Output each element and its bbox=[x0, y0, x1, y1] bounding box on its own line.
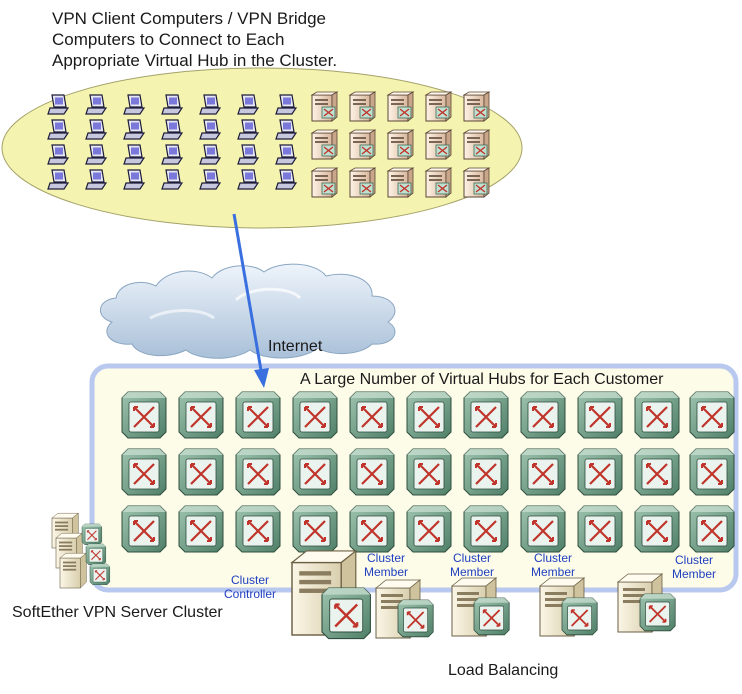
virtual-hub-icon bbox=[633, 390, 681, 554]
role-line: Member bbox=[450, 565, 495, 579]
cluster-member-label: Cluster Member bbox=[672, 553, 716, 581]
virtual-hub-icon bbox=[519, 390, 567, 554]
server-computer-icon bbox=[425, 91, 452, 198]
virtual-hubs-grid bbox=[120, 390, 736, 554]
virtual-hub-icon bbox=[348, 390, 396, 554]
virtual-hub-icon bbox=[234, 390, 282, 554]
virtual-hub-icon bbox=[177, 390, 225, 554]
cloud-icon bbox=[100, 263, 396, 359]
role-line: Member bbox=[672, 567, 717, 581]
cluster-member-label: Cluster Member bbox=[364, 551, 408, 579]
virtual-hubs-label: A Large Number of Virtual Hubs for Each … bbox=[300, 371, 664, 388]
virtual-hub-icon bbox=[291, 390, 339, 554]
server-computer-icon bbox=[349, 91, 376, 198]
title-line: VPN Client Computers / VPN Bridge bbox=[52, 9, 326, 28]
role-line: Cluster bbox=[367, 551, 406, 565]
diagram-title: VPN Client Computers / VPN Bridge Comput… bbox=[52, 8, 392, 71]
role-line: Cluster bbox=[675, 553, 714, 567]
server-computer-icon bbox=[387, 91, 414, 198]
role-line: Cluster bbox=[453, 551, 492, 565]
role-line: Cluster bbox=[231, 573, 270, 587]
role-line: Controller bbox=[224, 587, 277, 601]
cluster-name-label: SoftEther VPN Server Cluster bbox=[12, 604, 223, 621]
role-line: Cluster bbox=[534, 551, 573, 565]
role-line: Member bbox=[364, 565, 409, 579]
load-balancing-label: Load Balancing bbox=[448, 662, 559, 679]
role-line: Member bbox=[531, 565, 576, 579]
server-computer-icon bbox=[463, 91, 490, 198]
cluster-member-label: Cluster Member bbox=[531, 551, 575, 579]
title-line: Appropriate Virtual Hub in the Cluster. bbox=[52, 51, 338, 70]
virtual-hub-icon bbox=[688, 390, 736, 554]
server-computer-icon bbox=[311, 91, 338, 198]
cluster-member-label: Cluster Member bbox=[450, 551, 494, 579]
virtual-hub-icon bbox=[462, 390, 510, 554]
cluster-controller-label: Cluster Controller bbox=[224, 573, 276, 601]
virtual-hub-icon bbox=[576, 390, 624, 554]
virtual-hub-icon bbox=[405, 390, 453, 554]
title-line: Computers to Connect to Each bbox=[52, 30, 285, 49]
internet-label: Internet bbox=[268, 338, 323, 355]
virtual-hub-icon bbox=[120, 390, 168, 554]
connection-arrow bbox=[232, 213, 269, 388]
